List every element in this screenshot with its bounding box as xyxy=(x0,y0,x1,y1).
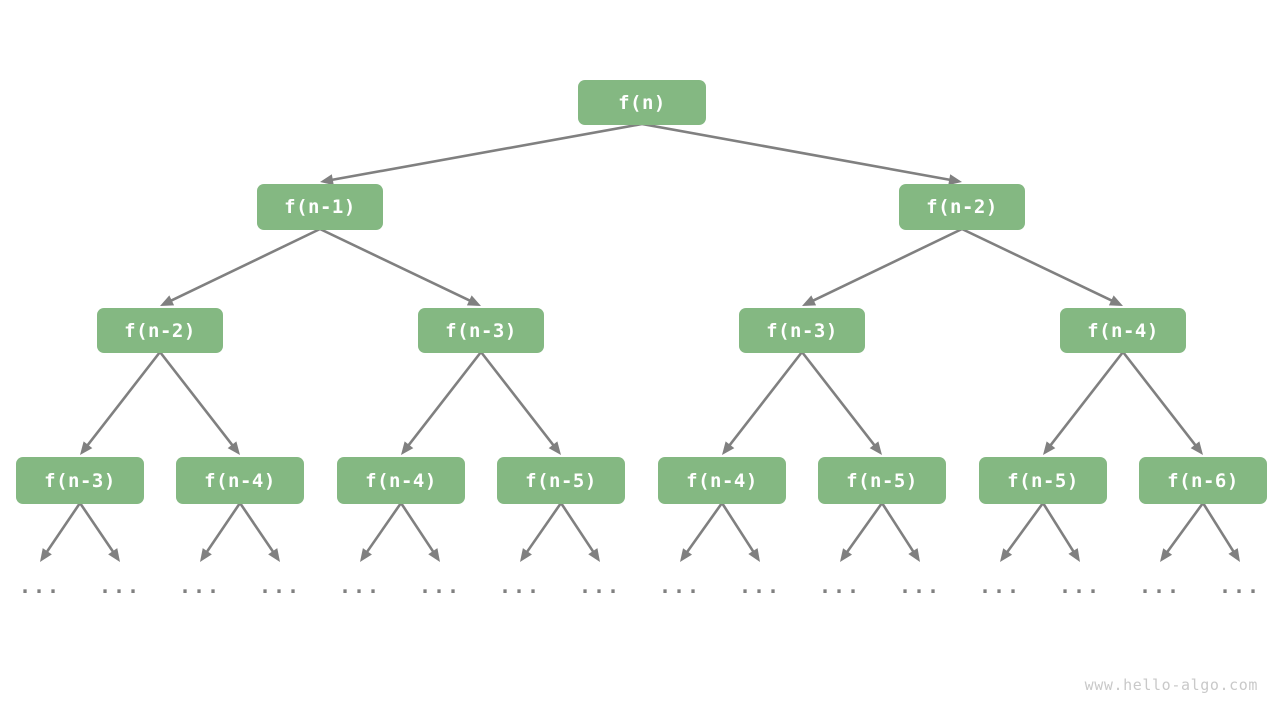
ellipsis-label: ... xyxy=(738,574,782,598)
ellipsis-label: ... xyxy=(258,574,302,598)
tree-node: f(n-3) xyxy=(16,457,144,504)
tree-node: f(n-3) xyxy=(418,308,544,353)
ellipsis-label: ... xyxy=(98,574,142,598)
ellipsis-label: ... xyxy=(578,574,622,598)
ellipsis-label: ... xyxy=(418,574,462,598)
tree-node: f(n-4) xyxy=(658,457,786,504)
tree-node: f(n-5) xyxy=(497,457,625,504)
tree-node: f(n-4) xyxy=(176,457,304,504)
ellipsis-label: ... xyxy=(1218,574,1262,598)
ellipsis-label: ... xyxy=(1058,574,1102,598)
tree-node: f(n) xyxy=(578,80,706,125)
ellipsis-label: ... xyxy=(978,574,1022,598)
tree-node: f(n-2) xyxy=(899,184,1025,230)
tree-node: f(n-5) xyxy=(818,457,946,504)
ellipsis-label: ... xyxy=(338,574,382,598)
tree-node: f(n-5) xyxy=(979,457,1107,504)
tree-node: f(n-4) xyxy=(1060,308,1186,353)
ellipsis-label: ... xyxy=(658,574,702,598)
ellipsis-label: ... xyxy=(18,574,62,598)
ellipsis-label: ... xyxy=(818,574,862,598)
tree-node: f(n-6) xyxy=(1139,457,1267,504)
ellipsis-label: ... xyxy=(498,574,542,598)
tree-node: f(n-3) xyxy=(739,308,865,353)
ellipsis-label: ... xyxy=(898,574,942,598)
watermark-label: www.hello-algo.com xyxy=(1084,676,1258,694)
tree-node: f(n-2) xyxy=(97,308,223,353)
ellipsis-label: ... xyxy=(178,574,222,598)
ellipsis-label: ... xyxy=(1138,574,1182,598)
tree-node: f(n-1) xyxy=(257,184,383,230)
tree-node: f(n-4) xyxy=(337,457,465,504)
